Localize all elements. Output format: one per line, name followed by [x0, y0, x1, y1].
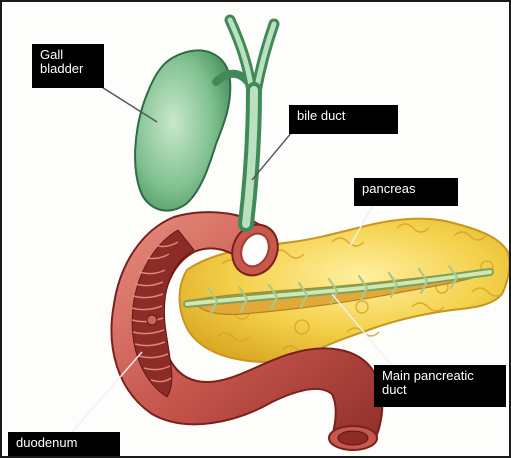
duodenum-label: duodenum [8, 432, 120, 458]
bile-duct-label: bile duct [289, 105, 398, 134]
pancreas-label: pancreas [354, 178, 458, 206]
bile-duct [230, 20, 274, 224]
gall-bladder [135, 50, 248, 210]
main-pancreatic-duct-label: Main pancreatic duct [374, 365, 506, 407]
gall-bladder-label: Gall bladder [32, 44, 104, 88]
